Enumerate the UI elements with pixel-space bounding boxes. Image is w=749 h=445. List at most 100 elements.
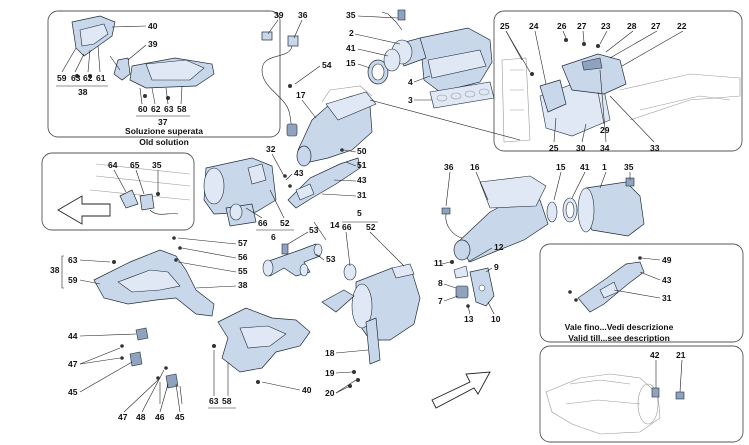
label-27-inset-a: 27 (577, 21, 587, 31)
label-43-inset: 43 (662, 275, 672, 285)
label-43-center: 43 (294, 168, 304, 178)
label-38-left: 38 (50, 265, 60, 275)
label-58-bottom: 58 (222, 396, 232, 406)
label-35-sensor: 35 (152, 160, 162, 170)
label-66-center: 66 (342, 222, 352, 232)
label-52-center: 52 (366, 222, 376, 232)
label-2: 2 (349, 28, 354, 38)
label-45-bottom: 45 (175, 412, 185, 422)
label-8: 8 (438, 278, 443, 288)
catalyst-detail-parts (545, 373, 685, 435)
valid-till-caption-en: Valid till...see description (568, 333, 670, 343)
label-13: 13 (464, 314, 474, 324)
label-44: 44 (68, 331, 78, 341)
label-57: 57 (238, 238, 248, 248)
label-46: 46 (155, 412, 165, 422)
heat-shield-left (93, 249, 215, 317)
catalyst-pipe-16 (441, 175, 549, 263)
label-41-right: 41 (580, 162, 590, 172)
label-47-left: 47 (68, 359, 78, 369)
manifold-gasket (429, 81, 495, 109)
label-25-inset-b: 25 (549, 143, 559, 153)
label-39-top: 39 (274, 10, 284, 20)
label-37: 37 (158, 117, 168, 127)
label-51: 51 (357, 160, 367, 170)
label-25-inset: 25 (500, 21, 510, 31)
label-41-manifold: 41 (346, 43, 356, 53)
label-36-right: 36 (444, 162, 454, 172)
label-52-left: 52 (280, 218, 290, 228)
label-3: 3 (408, 95, 413, 105)
label-20: 20 (325, 388, 335, 398)
label-4: 4 (408, 77, 413, 87)
label-55: 55 (238, 266, 248, 276)
label-18: 18 (325, 348, 335, 358)
label-53-upper: 53 (309, 225, 319, 235)
label-61: 61 (96, 73, 106, 83)
label-45-left: 45 (68, 387, 78, 397)
label-31-inset: 31 (662, 293, 672, 303)
label-12: 12 (494, 242, 504, 252)
label-35-right: 35 (624, 162, 634, 172)
valid-till-pipe (577, 261, 645, 313)
label-28: 28 (627, 21, 637, 31)
lambda-sensor-wire (261, 31, 299, 137)
label-15-right: 15 (556, 162, 566, 172)
label-24: 24 (529, 21, 539, 31)
label-48: 48 (136, 412, 146, 422)
label-38-right: 38 (238, 280, 248, 290)
label-40-bottom: 40 (302, 385, 312, 395)
exhaust-manifold (391, 27, 493, 93)
label-22: 22 (677, 21, 687, 31)
label-6: 6 (271, 232, 276, 242)
label-63: 63 (164, 104, 174, 114)
label-50: 50 (357, 146, 367, 156)
label-9: 9 (494, 262, 499, 272)
label-56: 56 (238, 252, 248, 262)
label-11: 11 (434, 258, 443, 268)
label-14: 14 (330, 220, 340, 230)
label-64: 64 (108, 160, 118, 170)
label-63: 63 (71, 73, 81, 83)
label-5: 5 (357, 208, 362, 218)
label-63-left: 63 (68, 255, 78, 265)
label-47-bottom: 47 (118, 412, 128, 422)
mounting-bracket (453, 265, 495, 307)
heat-shield-lower (217, 307, 311, 373)
label-17: 17 (296, 90, 306, 100)
label-15-manifold: 15 (346, 58, 356, 68)
label-62: 62 (83, 73, 93, 83)
old-solution-caption-it: Soluzione superata (125, 126, 203, 136)
label-63-bottom: 63 (209, 396, 219, 406)
direction-arrow-left (57, 195, 111, 225)
label-65: 65 (130, 160, 140, 170)
label-16: 16 (470, 162, 480, 172)
label-19: 19 (325, 368, 335, 378)
catalyst-pipe-17 (296, 85, 377, 167)
direction-arrow-right (431, 371, 491, 409)
label-54: 54 (322, 60, 332, 70)
label-66-left: 66 (258, 218, 268, 228)
label-23: 23 (601, 21, 611, 31)
label-60: 60 (138, 104, 148, 114)
flange-rings (367, 48, 401, 85)
label-58: 58 (177, 104, 187, 114)
label-26: 26 (557, 21, 567, 31)
label-49: 49 (662, 255, 672, 265)
old-solution-heat-shield (71, 15, 215, 89)
label-21: 21 (676, 350, 686, 360)
center-silencer (321, 263, 421, 365)
label-40: 40 (148, 21, 158, 31)
small-clamps (129, 327, 183, 405)
label-42: 42 (650, 350, 660, 360)
valid-till-caption-it: Vale fino...Vedi descrizione (565, 322, 674, 332)
label-31-center: 31 (357, 190, 367, 200)
label-38: 38 (78, 87, 88, 97)
sensor-detail-inset (41, 152, 195, 231)
label-36-top: 36 (298, 10, 308, 20)
label-7: 7 (438, 296, 443, 306)
label-34: 34 (600, 143, 610, 153)
rear-silencer-left (203, 157, 277, 227)
label-53-lower: 53 (326, 254, 336, 264)
